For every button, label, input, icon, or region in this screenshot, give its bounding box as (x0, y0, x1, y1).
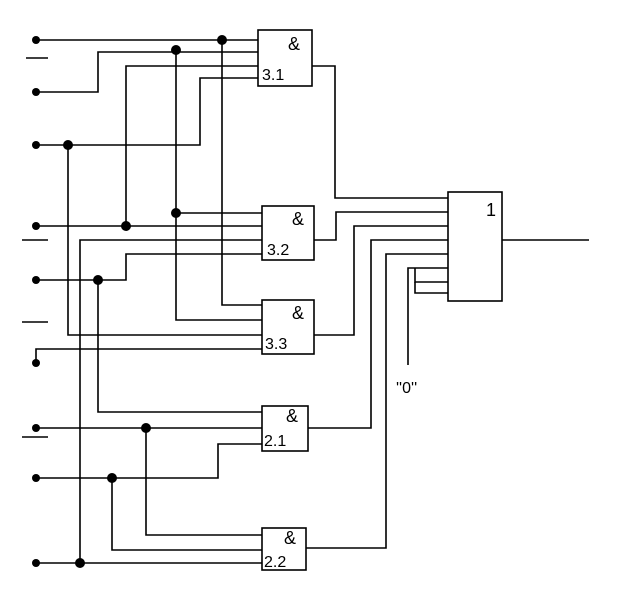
wire-h-to-3-2 (79, 239, 262, 563)
gate-symbol: & (292, 303, 304, 323)
gate-body (261, 527, 307, 571)
wire-g-to-2-2 (111, 478, 262, 551)
wire-b-to-3-1 (36, 77, 258, 146)
wire-2-1-to-or (308, 239, 448, 429)
wire-e-to-3-3 (35, 348, 262, 363)
or-gate: 1 (447, 191, 503, 302)
input-terminal-2 (32, 88, 40, 96)
input-terminal-3 (32, 141, 40, 149)
junction-dot (63, 140, 73, 150)
wire-bus-to-3-3 (175, 50, 262, 321)
gate-symbol: 1 (486, 200, 496, 220)
wire-zero-b (414, 268, 448, 283)
gate-body (257, 29, 313, 87)
wire-nota-to-3-1 (36, 51, 258, 93)
gate-symbol: & (288, 34, 300, 54)
and-gate-3-1: & 3.1 (257, 29, 313, 87)
input-terminal-1 (32, 36, 40, 44)
and-gate-2-2: & 2.2 (261, 527, 307, 571)
junction-dot (217, 35, 227, 45)
input-terminal-8 (32, 474, 40, 482)
junction-dot (75, 558, 85, 568)
wire-b-to-3-3 (67, 145, 262, 336)
gate-label: 3.1 (262, 67, 284, 84)
wire-g-to-2-1 (36, 443, 262, 479)
gate-symbol: & (286, 406, 298, 426)
gate-label: 3.3 (265, 336, 287, 353)
gate-body (447, 191, 503, 302)
wire-zero-main (407, 267, 448, 365)
input-terminal-7 (32, 424, 40, 432)
gate-label: 2.2 (264, 554, 286, 571)
gate-label: 3.2 (267, 242, 289, 259)
wire-d-to-3-2 (36, 253, 262, 281)
gate-body (261, 205, 315, 261)
wire-3-2-to-or (314, 211, 448, 241)
input-terminal-9 (32, 559, 40, 567)
wire-2-2-to-or (306, 253, 448, 549)
wire-d-to-2-1 (97, 280, 262, 413)
gate-label: 2.1 (264, 433, 286, 450)
input-terminal-5 (32, 276, 40, 284)
junction-dot (107, 473, 117, 483)
wire-c-to-3-1 (125, 65, 258, 226)
junction-dots (32, 35, 227, 568)
junction-dot (121, 221, 131, 231)
wire-notf-to-2-2 (145, 428, 262, 536)
gate-body (261, 299, 315, 355)
input-terminal-6 (32, 359, 40, 367)
inversion-bars (22, 57, 48, 438)
and-gate-3-3: & 3.3 (261, 299, 315, 355)
gate-symbol: & (292, 209, 304, 229)
junction-dot (171, 45, 181, 55)
wire-3-1-to-or (312, 65, 448, 199)
junction-dot (93, 275, 103, 285)
junction-dot (141, 423, 151, 433)
wire-3-3-to-or (314, 225, 448, 336)
and-gate-3-2: & 3.2 (261, 205, 315, 261)
gate-symbol: & (284, 528, 296, 548)
input-terminal-4 (32, 222, 40, 230)
and-gate-2-1: & 2.1 (261, 405, 309, 452)
constant-zero-label: ''0'' (396, 380, 417, 397)
wire-zero-c (414, 282, 448, 294)
gate-body (261, 405, 309, 452)
wire-a-to-3-3 (221, 40, 262, 306)
junction-dot (171, 208, 181, 218)
